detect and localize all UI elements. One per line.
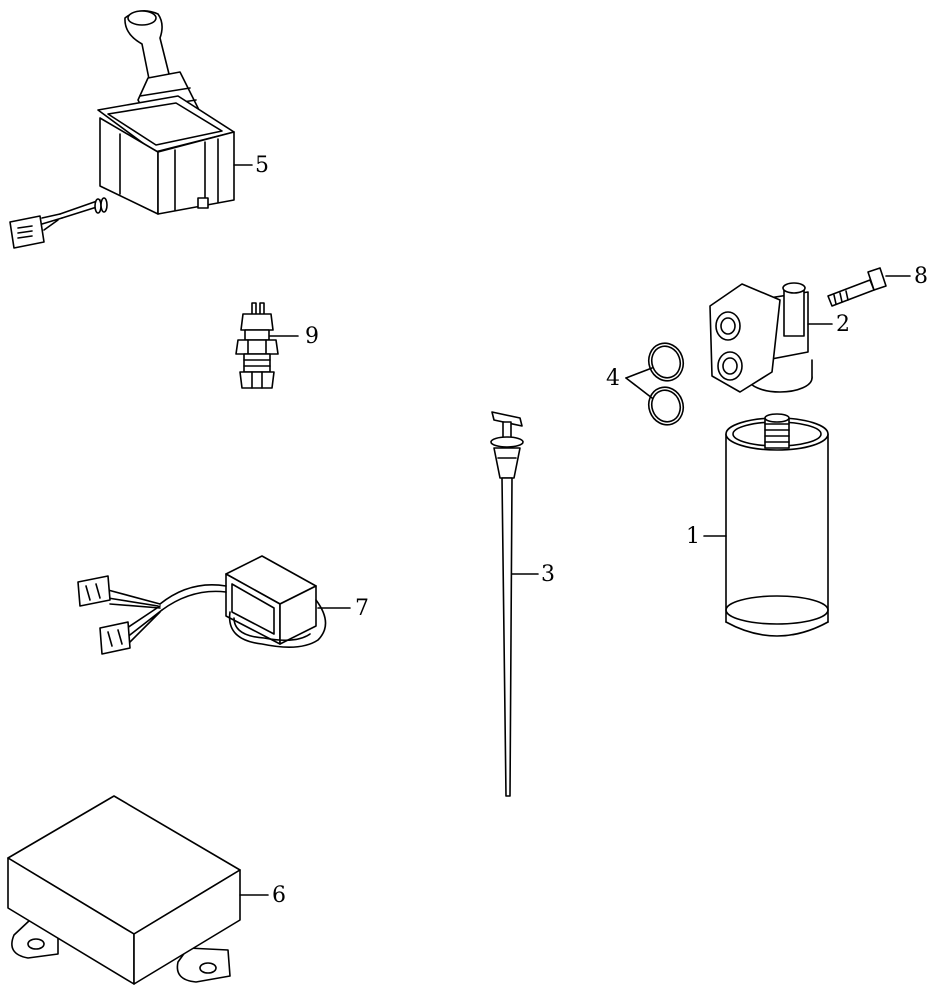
part-6-control-box — [7, 795, 269, 985]
callout-6: 6 — [272, 883, 286, 908]
callout-3: 3 — [541, 562, 555, 587]
callout-9: 9 — [305, 324, 319, 349]
part-8-bolt — [827, 267, 911, 307]
part-5-joystick-control — [9, 10, 253, 249]
part-4-o-rings — [625, 342, 685, 426]
part-3-dipstick — [490, 411, 539, 797]
callout-1: 1 — [686, 524, 700, 549]
part-9-pressure-switch — [235, 302, 299, 389]
callout-8: 8 — [914, 264, 928, 289]
callout-2: 2 — [836, 312, 850, 337]
part-1-filter-cartridge — [703, 413, 829, 637]
callout-7: 7 — [355, 596, 369, 621]
part-2-filter-head — [709, 282, 833, 393]
callout-5: 5 — [255, 153, 269, 178]
part-7-solenoid-harness — [77, 555, 351, 655]
callout-4: 4 — [606, 366, 620, 391]
